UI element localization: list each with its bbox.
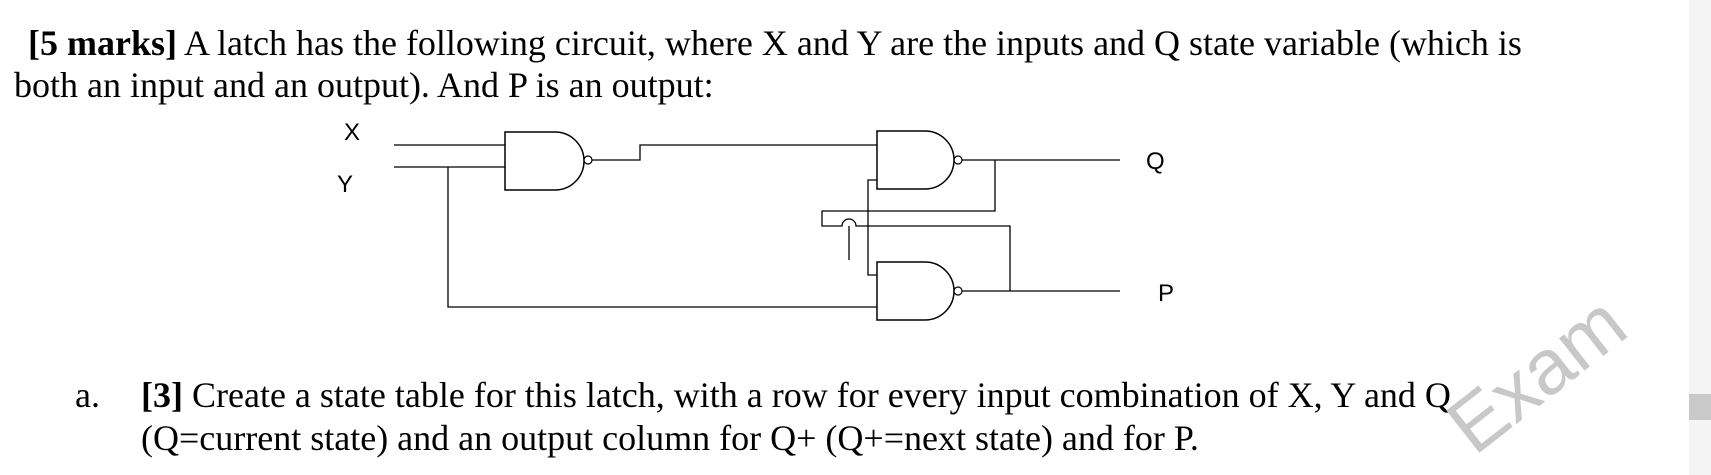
nand-gate-3-body: [876, 261, 955, 321]
nand-gate-1: [504, 131, 593, 191]
nand-gate-2-body: [876, 130, 955, 190]
scrollbar-thumb[interactable]: [1689, 394, 1711, 420]
wire-gate1-to-gate2: [592, 144, 877, 161]
part-a-line-1-text: Create a state table for this latch, wit…: [182, 375, 1451, 415]
part-a-letter: a.: [75, 375, 100, 415]
input-label-y: Y: [337, 171, 353, 198]
nand-gate-2: [876, 130, 963, 190]
vertical-scrollbar[interactable]: [1689, 0, 1711, 475]
input-label-x: X: [344, 119, 360, 146]
question-line-1-text: A latch has the following circuit, where…: [176, 23, 1522, 63]
question-text: [5 marks] A latch has the following circ…: [14, 22, 1654, 106]
nand-gate-3: [876, 261, 963, 321]
question-line-2: both an input and an output). And P is a…: [14, 65, 714, 105]
part-a-line-1: [3] Create a state table for this latch,…: [141, 374, 1451, 417]
part-a-body: [3] Create a state table for this latch,…: [141, 374, 1451, 460]
output-label-q: Q: [1146, 148, 1165, 175]
part-a-marks-label: [3]: [141, 375, 183, 415]
nand-gate-2-bubble: [953, 155, 963, 165]
marks-label: [5 marks]: [28, 23, 177, 63]
wire-y-to-gate3: [447, 167, 877, 308]
nand-gate-1-bubble: [583, 155, 593, 165]
part-a-line-2: (Q=current state) and an output column f…: [141, 418, 1199, 458]
output-label-p: P: [1158, 280, 1174, 307]
wires: [394, 144, 1120, 308]
wire-p-feedback: [867, 179, 877, 276]
nand-gate-3-bubble: [953, 286, 963, 296]
nand-gate-1-body: [504, 131, 585, 191]
question-line-1: [5 marks] A latch has the following circ…: [14, 22, 1654, 64]
wire-q-feedback: [821, 160, 1011, 291]
